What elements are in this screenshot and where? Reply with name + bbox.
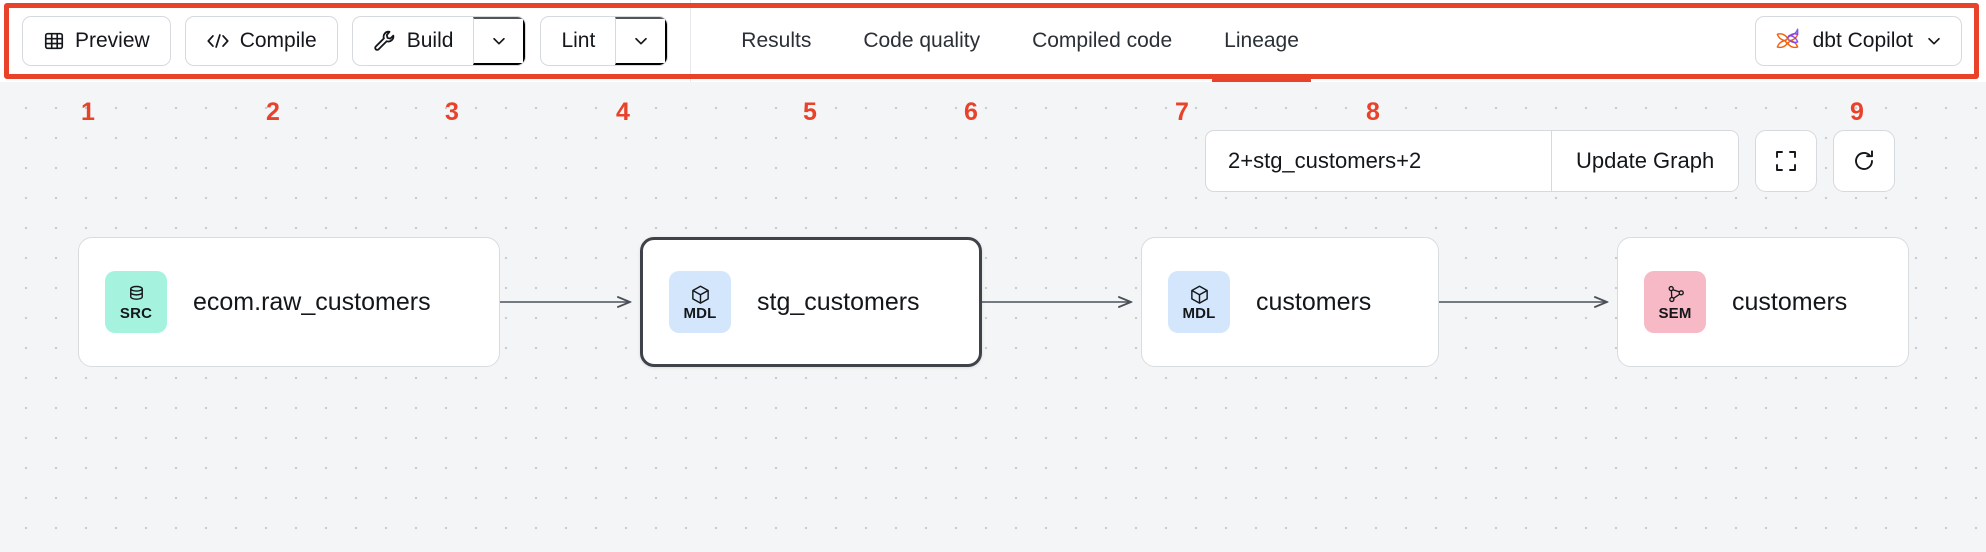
lint-button[interactable]: Lint	[541, 17, 615, 65]
chevron-down-icon	[490, 32, 508, 50]
top-toolbar: Preview Compile	[0, 0, 1986, 82]
dbt-copilot-star-icon	[1774, 28, 1801, 55]
tab-compiled-code-label: Compiled code	[1032, 29, 1173, 52]
chevron-down-icon	[632, 32, 650, 50]
preview-button-label: Preview	[75, 29, 150, 52]
compile-button-label: Compile	[239, 29, 317, 52]
cube-icon	[690, 284, 711, 305]
lineage-edges	[500, 82, 1986, 552]
node-badge-src-label: SRC	[119, 304, 153, 322]
node-badge-sem: SEM	[1644, 271, 1706, 333]
lineage-node-mdl-stg-customers[interactable]: MDL stg_customers	[640, 237, 982, 367]
lineage-canvas[interactable]: Update Graph	[0, 82, 1986, 552]
tab-lineage-label: Lineage	[1224, 29, 1299, 52]
node-badge-mdl: MDL	[1168, 271, 1230, 333]
build-button[interactable]: Build	[353, 17, 474, 65]
refresh-button[interactable]	[1833, 130, 1896, 192]
node-selector-group: Update Graph	[1205, 130, 1740, 192]
update-graph-button[interactable]: Update Graph	[1551, 131, 1739, 191]
dbt-copilot-label: dbt Copilot	[1812, 29, 1913, 52]
node-label-mdl-customers: customers	[1256, 287, 1372, 316]
cube-icon	[1189, 284, 1210, 305]
fullscreen-icon	[1773, 148, 1799, 174]
lint-dropdown-button[interactable]	[615, 17, 668, 65]
tab-compiled-code[interactable]: Compiled code	[1006, 0, 1198, 82]
semantic-graph-icon	[1665, 284, 1686, 305]
tab-lineage[interactable]: Lineage	[1198, 0, 1325, 82]
toolbar-divider	[690, 0, 692, 82]
panel-tabs: Results Code quality Compiled code Linea…	[691, 0, 1325, 82]
node-selector-input[interactable]	[1206, 131, 1551, 191]
compile-button[interactable]: Compile	[184, 16, 338, 66]
tab-code-quality-label: Code quality	[863, 29, 981, 52]
tab-results-label: Results	[741, 29, 812, 52]
fullscreen-button[interactable]	[1755, 130, 1818, 192]
graph-controls: Update Graph	[1205, 130, 1896, 192]
build-split-button: Build	[351, 16, 527, 66]
refresh-icon	[1851, 148, 1877, 174]
node-label-sem-customers: customers	[1732, 287, 1848, 316]
node-badge-src: SRC	[105, 271, 167, 333]
chevron-down-icon	[1925, 32, 1943, 50]
node-label-src-ecom-raw-customers: ecom.raw_customers	[193, 287, 431, 316]
tab-results[interactable]: Results	[715, 0, 837, 82]
lint-split-button: Lint	[540, 16, 669, 66]
table-icon	[43, 30, 65, 52]
build-dropdown-button[interactable]	[473, 17, 526, 65]
top-toolbar-region: Preview Compile	[0, 0, 1986, 84]
wrench-icon	[373, 29, 397, 53]
lint-button-label: Lint	[561, 29, 596, 52]
dbt-copilot-button[interactable]: dbt Copilot	[1754, 16, 1962, 66]
update-graph-label: Update Graph	[1576, 148, 1715, 173]
build-button-label: Build	[406, 29, 454, 52]
lineage-node-sem-customers[interactable]: SEM customers	[1617, 237, 1909, 367]
tab-code-quality[interactable]: Code quality	[837, 0, 1006, 82]
code-brackets-icon	[206, 31, 230, 51]
node-badge-mdl-label: MDL	[1182, 304, 1216, 322]
node-badge-mdl-label: MDL	[683, 304, 717, 322]
lineage-node-mdl-customers[interactable]: MDL customers	[1141, 237, 1439, 367]
node-badge-mdl: MDL	[669, 271, 731, 333]
database-icon	[126, 284, 147, 305]
preview-button[interactable]: Preview	[22, 16, 171, 66]
node-label-mdl-stg-customers: stg_customers	[757, 287, 920, 316]
toolbar-right: dbt Copilot	[1754, 16, 1986, 66]
node-badge-sem-label: SEM	[1658, 304, 1692, 322]
lineage-node-src-ecom-raw-customers[interactable]: SRC ecom.raw_customers	[78, 237, 500, 367]
toolbar-action-buttons: Preview Compile	[0, 0, 669, 82]
